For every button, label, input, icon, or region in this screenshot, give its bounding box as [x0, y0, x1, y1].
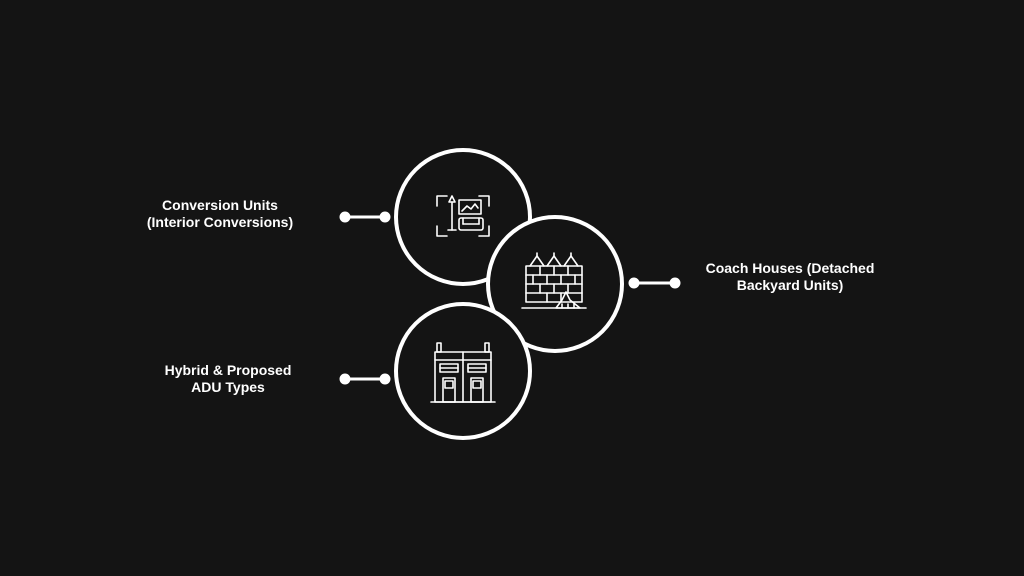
hybrid-proposed-subtitle: ADU Types	[191, 379, 265, 395]
hybrid-proposed-title: Hybrid & Proposed	[164, 362, 292, 378]
living-room-icon	[436, 195, 490, 237]
fence-brick-wall-icon	[521, 252, 587, 309]
conversion-circle	[394, 148, 532, 286]
conversion-units-label: Conversion Units (Interior Conversions)	[120, 197, 320, 231]
coach-connector	[628, 277, 681, 289]
conversion-units-subtitle: (Interior Conversions)	[146, 214, 294, 230]
coach-houses-label: Coach Houses (Detached Backyard Units)	[682, 260, 898, 294]
conversion-connector	[339, 211, 391, 223]
coach-houses-subtitle: Backyard Units)	[736, 277, 844, 293]
townhouse-icon	[430, 342, 496, 403]
coach-houses-title: Coach Houses (Detached	[705, 260, 875, 276]
conversion-units-title: Conversion Units	[162, 197, 278, 213]
hybrid-proposed-label: Hybrid & Proposed ADU Types	[128, 362, 328, 396]
hybrid-connector	[339, 373, 391, 385]
